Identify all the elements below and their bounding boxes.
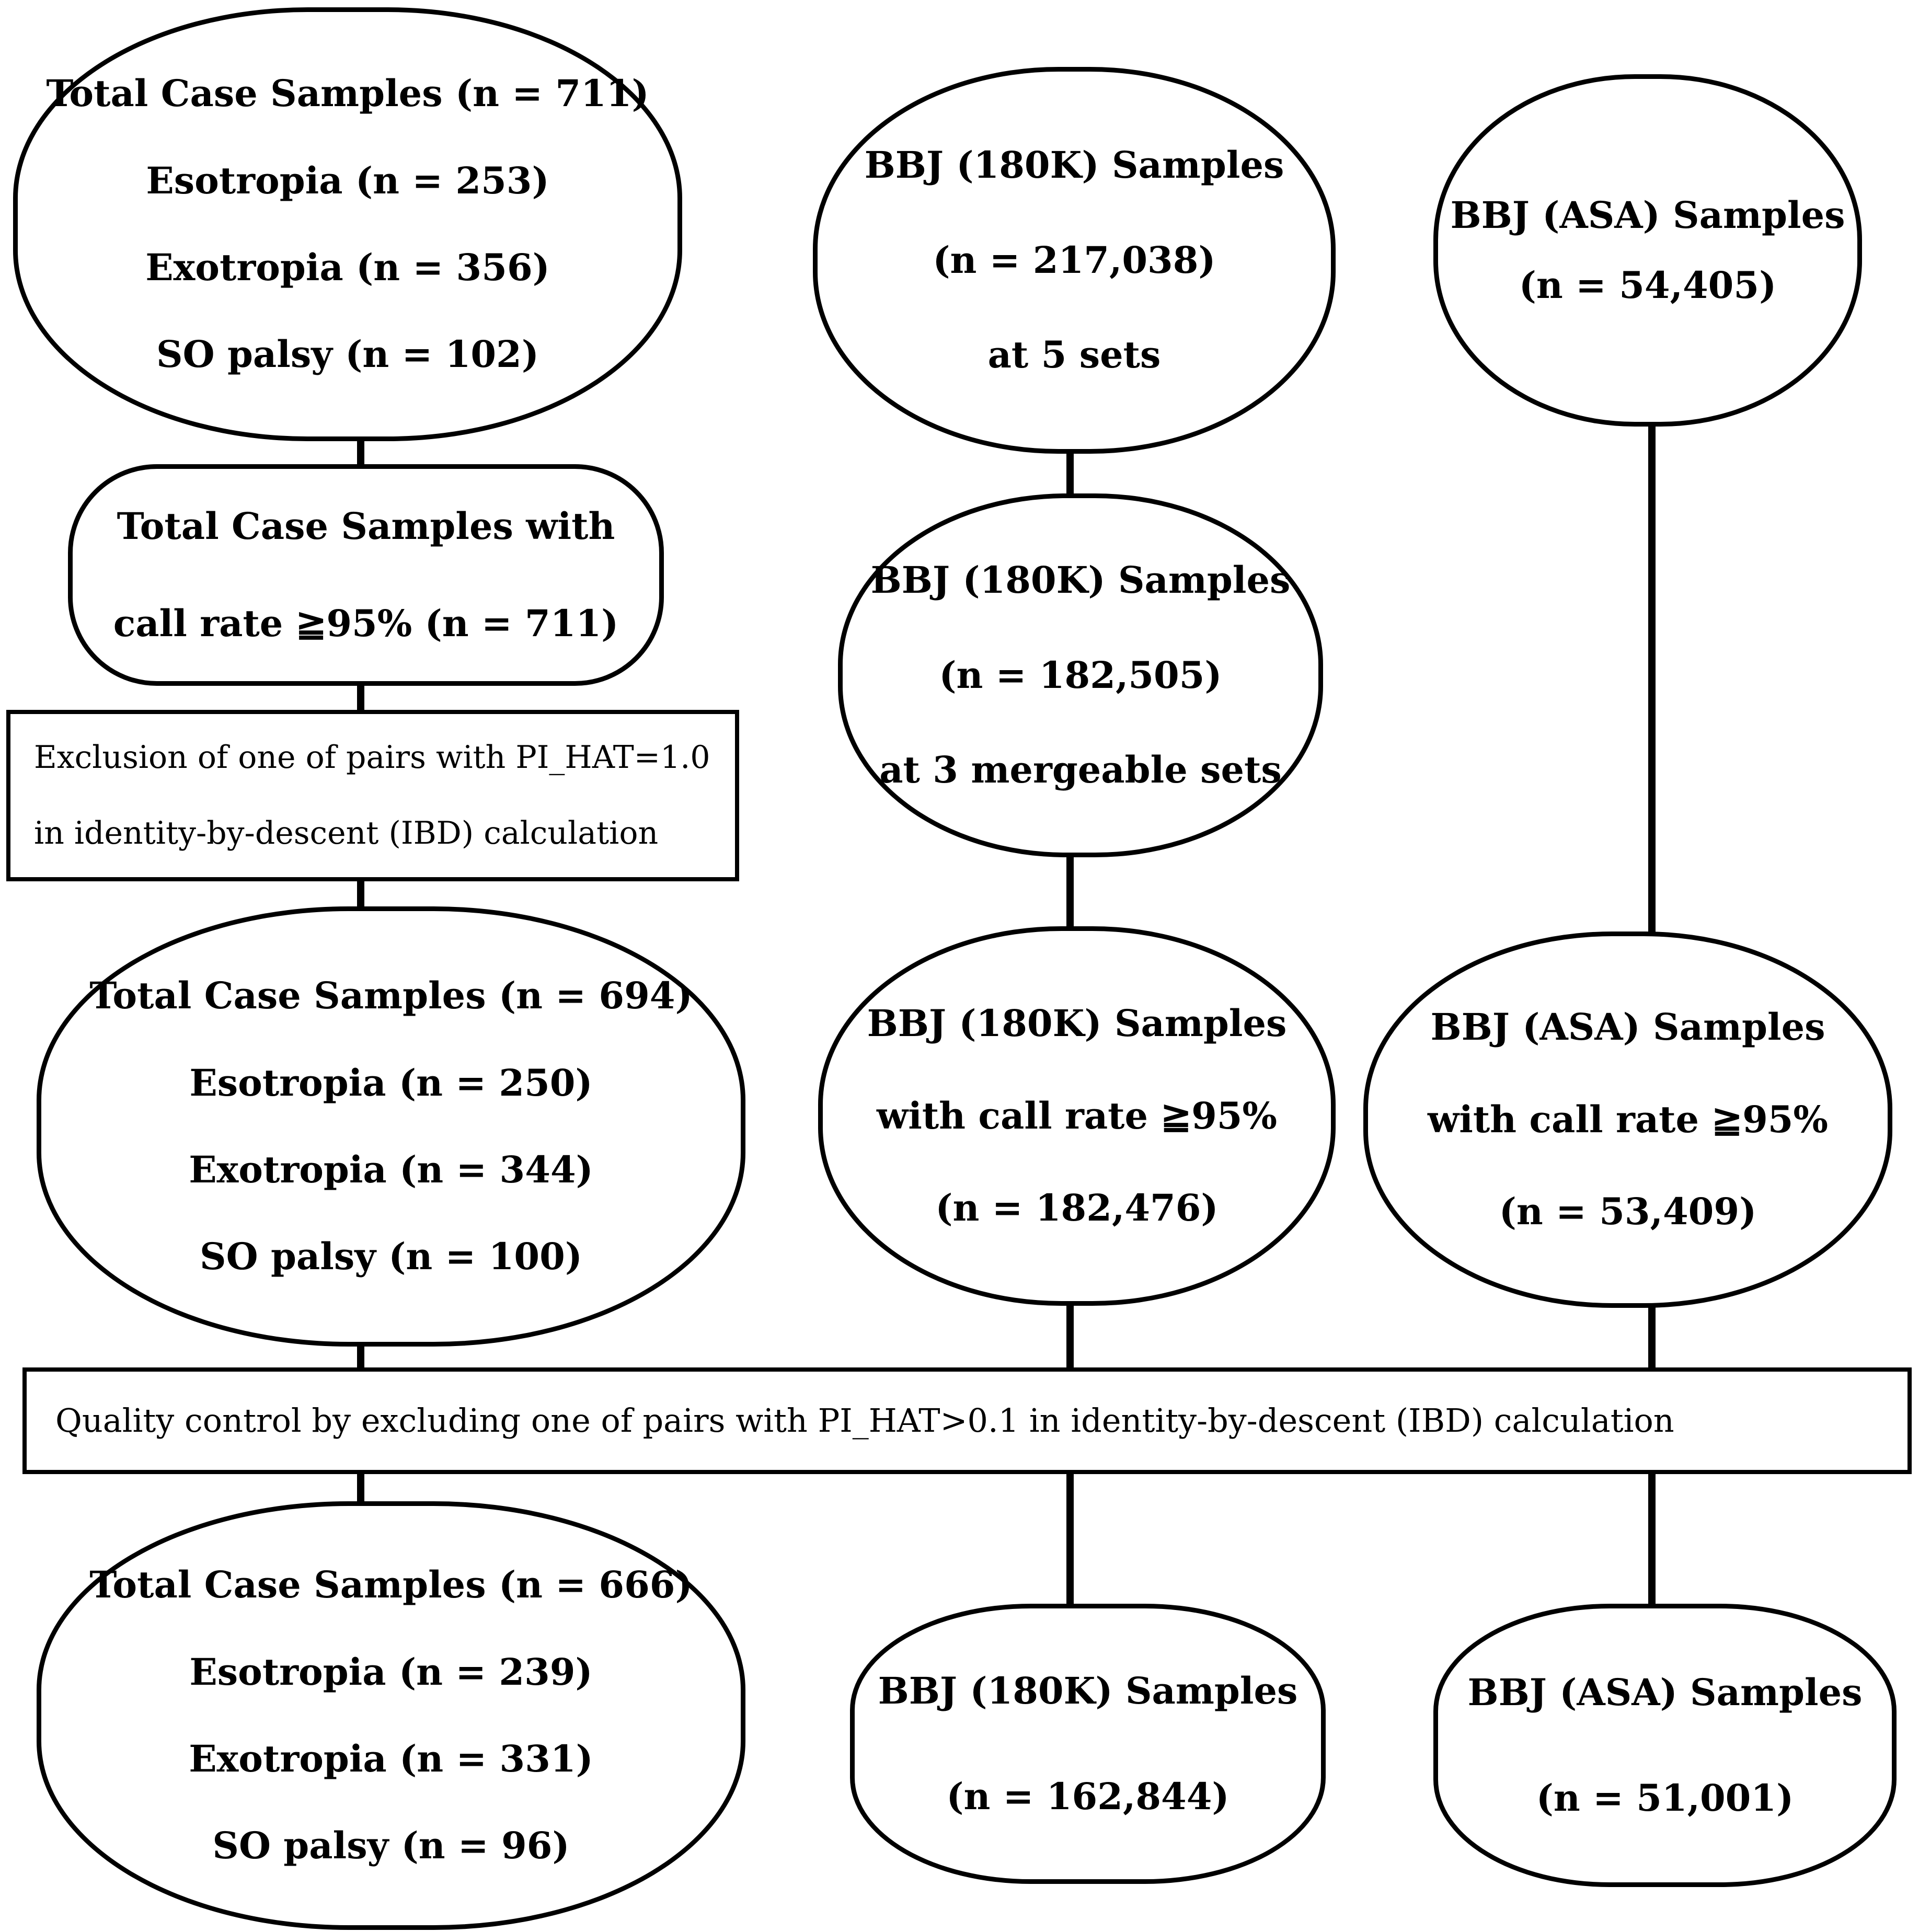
node-bbj-asa-initial: BBJ (ASA) Samples (n = 54,405) — [1433, 74, 1862, 427]
node-text-line: (n = 217,038) — [933, 238, 1216, 282]
node-text-line: Total Case Samples (n = 666) — [89, 1563, 693, 1607]
connector-asa-initial-to-callrate — [1648, 423, 1656, 934]
node-bbj-180k-initial: BBJ (180K) Samples (n = 217,038) at 5 sets — [813, 67, 1336, 454]
connector-case-callrate-to-exclusion — [357, 683, 364, 713]
node-case-samples-final: Total Case Samples (n = 666) Esotropia (n… — [37, 1501, 745, 1930]
node-text-line: (n = 54,405) — [1519, 263, 1777, 307]
node-text-line: BBJ (ASA) Samples — [1450, 193, 1845, 237]
node-text-line: BBJ (ASA) Samples — [1467, 1671, 1863, 1715]
node-text-line: (n = 162,844) — [946, 1774, 1229, 1818]
node-text-line: at 5 sets — [987, 333, 1161, 377]
node-text-line: Exotropia (n = 344) — [189, 1148, 593, 1191]
node-bbj-180k-mergeable-sets: BBJ (180K) Samples (n = 182,505) at 3 merg… — [838, 493, 1323, 857]
node-text-line: SO palsy (n = 102) — [156, 332, 539, 376]
node-case-samples-callrate: Total Case Samples with call rate ≧95% (n… — [68, 464, 664, 686]
connector-qc-to-asa-final — [1648, 1471, 1656, 1606]
node-case-samples-after-exclusion: Total Case Samples (n = 694) Esotropia (n… — [37, 906, 745, 1347]
node-text-line: Quality control by excluding one of pair… — [55, 1401, 1674, 1440]
node-text-line: BBJ (180K) Samples — [867, 1002, 1287, 1045]
node-bbj-180k-final: BBJ (180K) Samples (n = 162,844) — [850, 1604, 1326, 1884]
node-text-line: (n = 182,476) — [935, 1186, 1219, 1230]
connector-qc-to-case-final — [357, 1471, 364, 1503]
node-text-line: in identity-by-descent (IBD) calculation — [34, 815, 659, 852]
node-text-line: Esotropia (n = 239) — [189, 1650, 593, 1694]
connector-asa-callrate-to-qc — [1648, 1305, 1656, 1370]
node-text-line: (n = 51,001) — [1536, 1776, 1794, 1820]
node-text-line: call rate ≧95% (n = 711) — [113, 602, 619, 645]
connector-180k-mergeable-to-callrate — [1066, 854, 1074, 928]
connector-case-initial-to-callrate — [357, 438, 364, 466]
node-text-line: Exotropia (n = 331) — [189, 1737, 593, 1780]
connector-case-exclusion-to-after — [357, 878, 364, 908]
node-text-line: Total Case Samples (n = 711) — [46, 72, 649, 116]
node-text-line: Exotropia (n = 356) — [145, 246, 550, 289]
node-text-line: BBJ (ASA) Samples — [1430, 1005, 1825, 1049]
node-text-line: Esotropia (n = 250) — [189, 1061, 593, 1105]
node-bbj-180k-callrate: BBJ (180K) Samples with call rate ≧95% (n … — [818, 926, 1336, 1306]
process-quality-control-pihat-0.1: Quality control by excluding one of pair… — [22, 1367, 1912, 1474]
node-text-line: with call rate ≧95% — [876, 1094, 1278, 1137]
connector-qc-to-180k-final — [1066, 1471, 1074, 1606]
connector-180k-initial-to-mergeable — [1066, 451, 1074, 496]
node-text-line: Esotropia (n = 253) — [146, 158, 549, 202]
node-text-line: SO palsy (n = 100) — [200, 1235, 582, 1279]
node-text-line: Exclusion of one of pairs with PI_HAT=1.… — [34, 739, 710, 776]
node-bbj-asa-final: BBJ (ASA) Samples (n = 51,001) — [1433, 1604, 1897, 1887]
connector-case-after-to-qc — [357, 1343, 364, 1370]
node-text-line: Total Case Samples with — [117, 504, 615, 548]
connector-180k-callrate-to-qc — [1066, 1303, 1074, 1370]
node-text-line: SO palsy (n = 96) — [212, 1824, 570, 1868]
node-text-line: (n = 53,409) — [1499, 1190, 1757, 1234]
process-exclusion-pihat-1.0: Exclusion of one of pairs with PI_HAT=1.… — [6, 710, 739, 881]
node-text-line: BBJ (180K) Samples — [864, 143, 1284, 187]
node-text-line: BBJ (180K) Samples — [878, 1669, 1298, 1713]
node-case-samples-initial: Total Case Samples (n = 711) Esotropia (n… — [13, 7, 682, 441]
node-text-line: Total Case Samples (n = 694) — [89, 974, 693, 1018]
node-text-line: BBJ (180K) Samples — [870, 558, 1291, 602]
node-text-line: at 3 mergeable sets — [879, 748, 1282, 792]
node-bbj-asa-callrate: BBJ (ASA) Samples with call rate ≧95% (n =… — [1363, 932, 1892, 1308]
node-text-line: (n = 182,505) — [939, 653, 1222, 697]
node-text-line: with call rate ≧95% — [1427, 1097, 1829, 1141]
